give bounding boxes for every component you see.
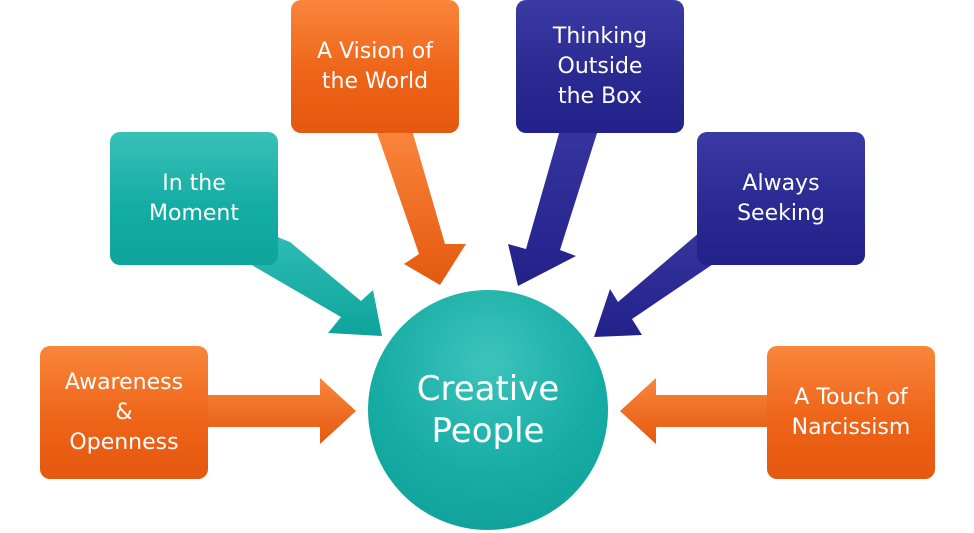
arrow-thinking: [508, 130, 598, 286]
node-touch-of-narcissism: A Touch of Narcissism: [767, 346, 935, 479]
arrow-seeking: [594, 232, 722, 337]
arrow-awareness: [205, 378, 356, 444]
node-in-the-moment-label: In the Moment: [149, 170, 239, 226]
node-seeking-label: Always Seeking: [737, 170, 825, 226]
center-node-creative-people: Creative People: [368, 290, 608, 530]
node-thinking-outside-box: Thinking Outside the Box: [516, 0, 684, 133]
node-awareness-label: Awareness & Openness: [64, 369, 184, 455]
node-awareness-openness: Awareness & Openness: [40, 346, 208, 479]
node-thinking-label: Thinking Outside the Box: [552, 23, 648, 109]
arrow-vision: [376, 130, 466, 285]
node-vision-label: A Vision of the World: [317, 38, 433, 94]
node-narcissism-label: A Touch of Narcissism: [791, 384, 911, 440]
node-in-the-moment: In the Moment: [110, 132, 278, 265]
center-label: Creative People: [416, 369, 560, 451]
node-vision-of-world: A Vision of the World: [291, 0, 459, 133]
node-always-seeking: Always Seeking: [697, 132, 865, 265]
arrow-in-the-moment: [250, 236, 382, 336]
arrow-narcissism: [620, 378, 770, 444]
